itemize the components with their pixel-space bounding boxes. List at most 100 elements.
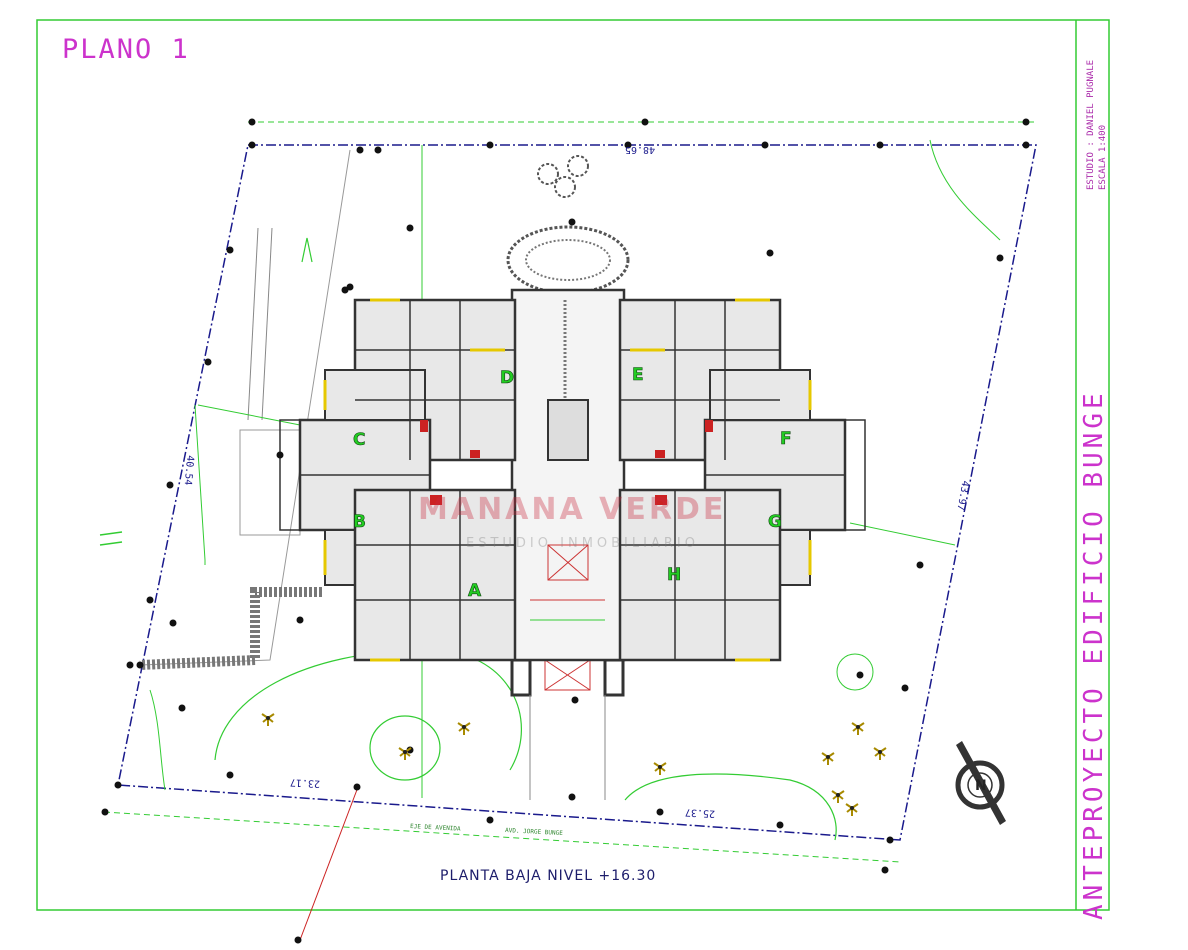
hedge bbox=[139, 587, 322, 670]
survey-marker bbox=[916, 561, 924, 569]
project-title-block: ANTEPROYECTO EDIFICIO BUNGE bbox=[1075, 20, 1109, 920]
parking-bay bbox=[239, 429, 301, 536]
access-road-edge bbox=[139, 149, 351, 666]
driveway-arrow-line bbox=[194, 404, 206, 565]
tree-line bbox=[929, 139, 1001, 241]
building bbox=[279, 288, 866, 662]
tree-cluster-top bbox=[537, 155, 589, 198]
windows bbox=[323, 298, 812, 662]
setback-line-south bbox=[103, 811, 901, 863]
survey-marker bbox=[761, 141, 769, 149]
dim-east: 43.97 bbox=[954, 480, 970, 512]
pier-sw bbox=[510, 658, 532, 697]
survey-marker bbox=[571, 696, 579, 704]
palm-tree-icon bbox=[821, 752, 835, 765]
watermark-brand: MANANA VERDE bbox=[418, 492, 727, 527]
survey-marker bbox=[178, 704, 186, 712]
palm-tree-icon bbox=[831, 790, 845, 803]
unit-letters: A B C D E F G H bbox=[353, 365, 792, 602]
svg-text:N: N bbox=[975, 778, 987, 794]
project-title: ANTEPROYECTO EDIFICIO BUNGE bbox=[1079, 389, 1109, 920]
survey-marker bbox=[114, 781, 122, 789]
dim-west: 40.54 bbox=[182, 455, 196, 486]
axis-line-east bbox=[849, 522, 956, 546]
unit-letter-a: A bbox=[468, 581, 482, 601]
driveway-line-2 bbox=[261, 227, 273, 421]
survey-marker bbox=[486, 141, 494, 149]
planter-circle bbox=[836, 653, 874, 691]
survey-markers bbox=[101, 118, 1030, 944]
survey-marker bbox=[1022, 118, 1030, 126]
unit-letter-c: C bbox=[353, 430, 365, 450]
unit-f-upper bbox=[709, 369, 811, 421]
palm-tree-icon bbox=[398, 747, 412, 760]
survey-marker bbox=[248, 118, 256, 126]
survey-marker bbox=[294, 936, 302, 944]
unit-letter-d: D bbox=[500, 368, 514, 388]
elevator-box bbox=[547, 544, 589, 581]
unit-letter-g: G bbox=[768, 512, 782, 532]
survey-marker bbox=[226, 246, 234, 254]
unit-h-block bbox=[618, 488, 782, 662]
axis-line-west bbox=[197, 404, 301, 426]
stair-core bbox=[547, 399, 589, 461]
entrance-cross-2 bbox=[544, 659, 591, 691]
survey-marker bbox=[881, 866, 889, 874]
ramp-mark bbox=[99, 531, 123, 536]
survey-marker bbox=[406, 224, 414, 232]
dim-south-east: 25.37 bbox=[685, 806, 716, 819]
unit-letter-e: E bbox=[632, 365, 644, 385]
garden-curve bbox=[214, 649, 522, 771]
unit-letter-b: B bbox=[353, 512, 366, 532]
elevator-cross-2 bbox=[547, 544, 589, 581]
garden-curve-east bbox=[624, 773, 837, 841]
property-boundary bbox=[117, 144, 1037, 841]
survey-marker bbox=[204, 358, 212, 366]
survey-marker bbox=[356, 146, 364, 154]
unit-letter-h: H bbox=[667, 565, 681, 585]
survey-marker bbox=[641, 118, 649, 126]
survey-marker bbox=[901, 684, 909, 692]
unit-a-block bbox=[353, 488, 517, 662]
north-arrow-icon: N bbox=[955, 741, 1006, 825]
palm-trees bbox=[261, 713, 887, 816]
palm-tree-icon bbox=[653, 762, 667, 775]
survey-marker bbox=[624, 141, 632, 149]
palm-tree-icon bbox=[851, 722, 865, 735]
dim-south-west: 23.17 bbox=[290, 776, 321, 789]
survey-marker bbox=[656, 808, 664, 816]
unit-letter-f: F bbox=[780, 429, 792, 449]
palm-tree-icon bbox=[873, 747, 887, 760]
ramp-mark-2 bbox=[99, 541, 123, 546]
palm-tree-icon bbox=[457, 722, 471, 735]
palm-tree-icon bbox=[845, 803, 859, 816]
balcony-east bbox=[844, 419, 866, 531]
palm-tree-icon bbox=[261, 713, 275, 726]
survey-marker bbox=[876, 141, 884, 149]
survey-marker bbox=[996, 254, 1004, 262]
survey-marker bbox=[374, 146, 382, 154]
survey-marker bbox=[101, 808, 109, 816]
partitions bbox=[300, 300, 845, 660]
survey-marker bbox=[766, 249, 774, 257]
survey-marker bbox=[136, 661, 144, 669]
survey-marker bbox=[276, 451, 284, 459]
sheet-title: PLANO 1 bbox=[62, 34, 190, 65]
large-tree bbox=[506, 225, 630, 295]
driveway-line bbox=[247, 227, 259, 421]
garden-edge-west bbox=[149, 689, 166, 791]
survey-marker bbox=[353, 783, 361, 791]
leader-line bbox=[299, 786, 359, 941]
plan-subtitle: PLANTA BAJA NIVEL +16.30 bbox=[440, 868, 657, 884]
garden-circle bbox=[369, 715, 441, 781]
survey-marker bbox=[169, 619, 177, 627]
survey-marker bbox=[341, 286, 349, 294]
survey-marker bbox=[856, 671, 864, 679]
survey-marker bbox=[296, 616, 304, 624]
building-core bbox=[510, 288, 626, 662]
survey-marker bbox=[226, 771, 234, 779]
survey-marker bbox=[568, 218, 576, 226]
fixtures bbox=[420, 420, 713, 505]
arrow-up-icon bbox=[301, 237, 313, 263]
